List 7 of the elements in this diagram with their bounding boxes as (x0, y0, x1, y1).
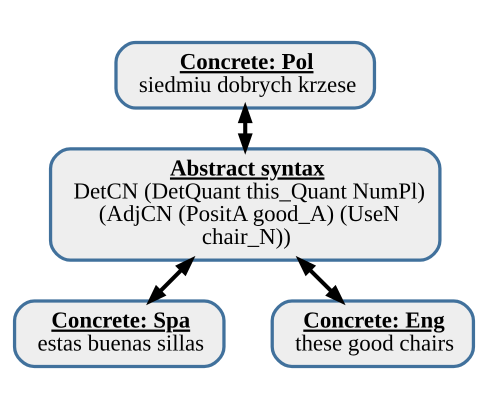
node-box: Concrete: Spa estas buenas sillas (12, 298, 226, 368)
arrow (296, 255, 346, 305)
node-box: Concrete: Pol siedmiu dobrych krzese (114, 40, 376, 110)
arrow (238, 101, 253, 154)
node-box: Concrete: Eng these good chairs (270, 298, 476, 368)
arrow (146, 255, 196, 305)
node-box: Abstract syntax DetCN (DetQuant this_Quant NumPl) (AdjCN (PositA good_A) (UseN chair_N)) (48, 146, 442, 262)
